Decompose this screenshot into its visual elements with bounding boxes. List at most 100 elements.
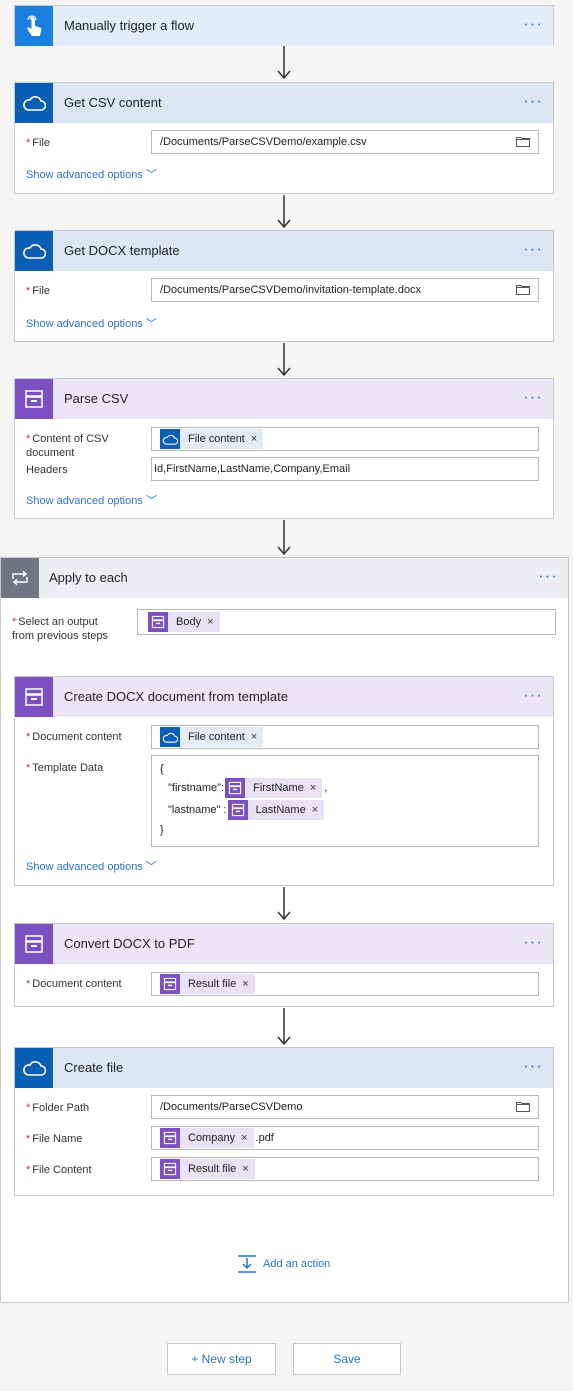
- required-mark: *: [26, 137, 31, 149]
- get-docx-header[interactable]: Get DOCX template ···: [15, 231, 553, 271]
- more-options-icon[interactable]: ···: [538, 566, 558, 585]
- arrow-down-icon: [277, 887, 291, 921]
- remove-token-icon[interactable]: ×: [242, 1163, 249, 1175]
- remove-token-icon[interactable]: ×: [242, 978, 249, 990]
- remove-token-icon[interactable]: ×: [250, 433, 258, 445]
- arrow-down-icon: [277, 1008, 291, 1046]
- file-content-token[interactable]: File content ×: [160, 727, 264, 747]
- select-output-input[interactable]: Body ×: [137, 609, 556, 635]
- trigger-title: Manually trigger a flow: [64, 18, 195, 33]
- remove-token-icon[interactable]: ×: [207, 616, 214, 628]
- cabinet-icon: [225, 778, 246, 798]
- apply-to-each-title: Apply to each: [49, 570, 128, 585]
- new-step-button[interactable]: + New step: [167, 1343, 276, 1375]
- headers-label: Headers: [26, 464, 68, 476]
- more-options-icon[interactable]: ···: [523, 14, 543, 33]
- show-advanced-options-link[interactable]: Show advanced options ﹀: [26, 861, 157, 873]
- more-options-icon[interactable]: ···: [523, 91, 543, 110]
- body-token[interactable]: Body ×: [148, 612, 220, 632]
- convert-pdf-header[interactable]: Convert DOCX to PDF ···: [15, 924, 553, 964]
- convert-pdf-card[interactable]: Convert DOCX to PDF ··· *Document conten…: [14, 923, 554, 1007]
- company-token[interactable]: Company ×: [160, 1128, 254, 1148]
- folder-icon[interactable]: [516, 136, 530, 147]
- more-options-icon[interactable]: ···: [523, 387, 543, 406]
- file-name-label: *File Name: [26, 1133, 83, 1145]
- loop-icon: [1, 558, 39, 598]
- remove-token-icon[interactable]: ×: [250, 731, 258, 743]
- content-of-csv-label: *Content of CSV document: [26, 433, 109, 459]
- onedrive-icon: [160, 727, 180, 747]
- show-advanced-options-link[interactable]: Show advanced options ﹀: [26, 318, 157, 330]
- more-options-icon[interactable]: ···: [523, 685, 543, 704]
- required-mark: *: [26, 978, 31, 990]
- select-output-label: *Select an output from previous steps: [12, 616, 108, 642]
- headers-input[interactable]: Id,FirstName,LastName,Company,Email: [151, 457, 539, 481]
- more-options-icon[interactable]: ···: [523, 1056, 543, 1075]
- chevron-down-icon: ﹀: [145, 861, 157, 873]
- create-docx-header[interactable]: Create DOCX document from template ···: [15, 677, 553, 717]
- cabinet-icon: [160, 1159, 180, 1179]
- arrow-down-icon: [277, 46, 291, 80]
- create-file-header[interactable]: Create file ···: [15, 1048, 553, 1088]
- more-options-icon[interactable]: ···: [523, 239, 543, 258]
- file-content-token[interactable]: File content ×: [160, 429, 264, 449]
- required-mark: *: [26, 1102, 31, 1114]
- cabinet-icon: [160, 974, 180, 994]
- get-csv-title: Get CSV content: [64, 95, 162, 110]
- required-mark: *: [26, 285, 31, 297]
- parse-csv-card[interactable]: Parse CSV ··· *Content of CSV document F…: [14, 378, 554, 519]
- create-docx-card[interactable]: Create DOCX document from template ··· *…: [14, 676, 554, 886]
- onedrive-icon: [15, 231, 53, 271]
- result-file-token[interactable]: Result file ×: [160, 974, 255, 994]
- parse-csv-header[interactable]: Parse CSV ···: [15, 379, 553, 419]
- folder-icon[interactable]: [516, 284, 530, 295]
- firstname-token[interactable]: FirstName ×: [225, 778, 323, 798]
- save-button[interactable]: Save: [293, 1343, 401, 1375]
- show-advanced-options-link[interactable]: Show advanced options ﹀: [26, 495, 157, 507]
- remove-token-icon[interactable]: ×: [311, 804, 319, 816]
- file-input[interactable]: /Documents/ParseCSVDemo/example.csv: [151, 130, 539, 154]
- show-advanced-options-link[interactable]: Show advanced options ﹀: [26, 169, 157, 181]
- remove-token-icon[interactable]: ×: [309, 782, 317, 794]
- get-csv-header[interactable]: Get CSV content ···: [15, 83, 553, 123]
- get-csv-card[interactable]: Get CSV content ··· *File /Documents/Par…: [14, 82, 554, 194]
- create-file-title: Create file: [64, 1060, 124, 1075]
- file-content-input[interactable]: Result file ×: [151, 1157, 539, 1181]
- parse-csv-title: Parse CSV: [64, 391, 129, 406]
- file-label: *File: [26, 285, 51, 297]
- cabinet-icon: [227, 800, 248, 820]
- cabinet-icon: [160, 1128, 180, 1148]
- trigger-header[interactable]: Manually trigger a flow ···: [15, 6, 553, 46]
- required-mark: *: [12, 616, 17, 628]
- trigger-card[interactable]: Manually trigger a flow ···: [14, 5, 554, 46]
- folder-icon[interactable]: [516, 1101, 530, 1112]
- template-data-input[interactable]: { "firstname": FirstName × , "lastname" …: [151, 755, 539, 847]
- document-content-label: *Document content: [26, 978, 122, 990]
- arrow-down-icon: [277, 520, 291, 556]
- file-name-input[interactable]: Company × .pdf: [151, 1126, 539, 1150]
- folder-path-label: *Folder Path: [26, 1102, 90, 1114]
- document-content-input[interactable]: File content ×: [151, 725, 539, 749]
- add-action-button[interactable]: Add an action: [237, 1254, 330, 1274]
- chevron-down-icon: ﹀: [145, 495, 157, 507]
- content-of-csv-input[interactable]: File content ×: [151, 427, 539, 451]
- document-content-input[interactable]: Result file ×: [151, 972, 539, 996]
- remove-token-icon[interactable]: ×: [241, 1132, 248, 1144]
- cabinet-icon: [15, 379, 53, 419]
- get-docx-title: Get DOCX template: [64, 243, 180, 258]
- get-docx-card[interactable]: Get DOCX template ··· *File /Documents/P…: [14, 230, 554, 342]
- arrow-down-icon: [277, 195, 291, 229]
- lastname-token[interactable]: LastName ×: [227, 800, 325, 820]
- create-file-card[interactable]: Create file ··· *Folder Path /Documents/…: [14, 1047, 554, 1196]
- lastname-row: "lastname" : LastName ×: [160, 799, 530, 821]
- required-mark: *: [26, 731, 31, 743]
- document-content-label: *Document content: [26, 731, 122, 743]
- apply-to-each-header[interactable]: Apply to each ···: [1, 558, 568, 598]
- folder-path-input[interactable]: /Documents/ParseCSVDemo: [151, 1095, 539, 1119]
- touch-icon: [15, 6, 53, 46]
- file-input[interactable]: /Documents/ParseCSVDemo/invitation-templ…: [151, 278, 539, 302]
- add-action-icon: [238, 1255, 256, 1273]
- more-options-icon[interactable]: ···: [523, 932, 543, 951]
- result-file-token[interactable]: Result file ×: [160, 1159, 255, 1179]
- required-mark: *: [26, 1164, 31, 1176]
